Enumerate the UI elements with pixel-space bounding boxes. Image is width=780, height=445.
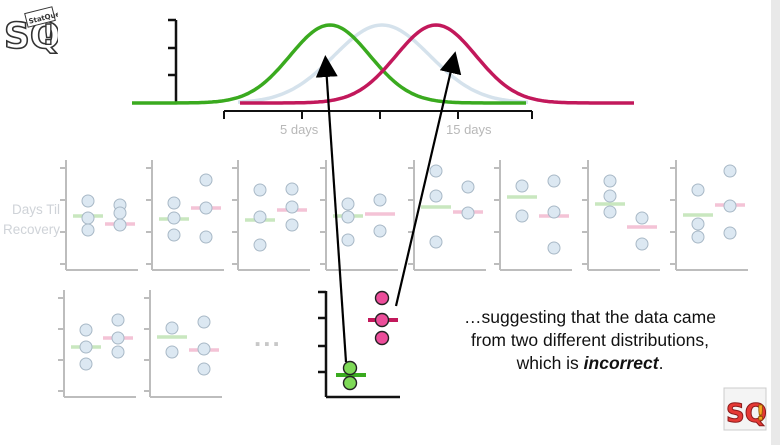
pink-group-point <box>285 182 299 196</box>
y-axis-label-line-2: Recovery <box>2 222 60 237</box>
magenta-point <box>374 330 390 346</box>
caption: …suggesting that the data came from two … <box>420 306 760 375</box>
row2-panel-0 <box>58 290 136 398</box>
pink-group-point <box>547 174 561 188</box>
svg-text:!: ! <box>756 401 765 425</box>
magenta-point <box>374 290 390 306</box>
row1-panel-2 <box>232 160 310 271</box>
pink-group-point <box>723 226 737 240</box>
green-group-point <box>515 209 529 223</box>
green-group-point <box>253 210 267 224</box>
distribution-plot <box>132 18 634 119</box>
green-group-point <box>165 321 179 335</box>
pink-group-point <box>635 211 649 225</box>
pink-group-point <box>373 193 387 207</box>
pink-group-point <box>635 237 649 251</box>
window-edge <box>771 0 780 445</box>
green-group-point <box>603 205 617 219</box>
pink-group-point <box>285 200 299 214</box>
row1-panel-5 <box>494 160 572 271</box>
caption-line-3: which is incorrect. <box>420 352 760 375</box>
ellipsis: ... <box>254 322 282 352</box>
row1-panel-1 <box>146 160 224 271</box>
green-group-point <box>603 189 617 203</box>
row2-panel-1 <box>144 290 222 398</box>
svg-text:SQ: SQ <box>726 399 767 429</box>
green-group-point <box>603 174 617 188</box>
pink-group-point <box>547 241 561 255</box>
row1-panel-7 <box>670 160 748 271</box>
x-tick-label-15-days: 15 days <box>446 122 492 137</box>
caption-line-1: …suggesting that the data came <box>464 307 716 327</box>
green-group-point <box>253 183 267 197</box>
green-group-point <box>79 323 93 337</box>
green-group-point <box>341 197 355 211</box>
pink-group-point <box>373 224 387 238</box>
statquest-logo-top: SQ ! StatQuest <box>2 4 69 62</box>
pink-group-point <box>197 342 211 356</box>
y-axis-label-line-1: Days Til <box>11 202 60 217</box>
green-group-point <box>167 211 181 225</box>
sample-panels <box>58 160 748 398</box>
green-distribution-curve <box>132 23 526 105</box>
arrow-to-green-curve <box>315 55 348 363</box>
row1-panel-0 <box>60 160 138 271</box>
pink-group-point <box>199 201 213 215</box>
green-group-point <box>79 357 93 371</box>
pink-group-point <box>547 205 561 219</box>
green-group-point <box>81 211 95 225</box>
x-tick-label-5-days: 5 days <box>280 122 319 137</box>
caption-emphasis: incorrect <box>583 353 659 373</box>
pink-group-point <box>461 206 475 220</box>
green-group-point <box>429 235 443 249</box>
green-group-point <box>691 230 705 244</box>
pink-group-point <box>111 313 125 327</box>
highlighted-sample <box>318 290 400 399</box>
green-group-point <box>81 194 95 208</box>
pink-group-point <box>111 331 125 345</box>
svg-text:!: ! <box>42 18 55 51</box>
pink-group-point <box>461 180 475 194</box>
green-group-point <box>515 179 529 193</box>
green-group-point <box>167 196 181 210</box>
caption-line-3-pre: which is <box>516 353 584 373</box>
y-axis-label: Days Til Recovery <box>0 200 60 240</box>
green-group-point <box>79 340 93 354</box>
magenta-point <box>374 312 390 328</box>
green-group-point <box>253 238 267 252</box>
green-group-point <box>691 183 705 197</box>
pooled-distribution-curve <box>237 23 529 104</box>
pink-group-point <box>199 173 213 187</box>
arrow-to-magenta-curve <box>394 51 462 307</box>
green-group-point <box>167 228 181 242</box>
caption-line-2: from two different distributions, <box>471 330 709 350</box>
arrows <box>315 51 462 363</box>
green-point <box>342 375 358 391</box>
pink-group-point <box>285 218 299 232</box>
green-group-point <box>429 164 443 178</box>
statquest-logo-bottom: SQ ! <box>722 386 768 432</box>
row1-panel-6 <box>582 160 660 271</box>
pink-group-point <box>723 164 737 178</box>
pink-group-point <box>111 345 125 359</box>
green-group-point <box>429 189 443 203</box>
pink-group-point <box>723 199 737 213</box>
pink-group-point <box>197 362 211 376</box>
row1-panel-4 <box>408 160 486 271</box>
pink-group-point <box>197 315 211 329</box>
pink-group-point <box>113 206 127 220</box>
pink-group-point <box>113 218 127 232</box>
magenta-distribution-curve <box>240 23 634 105</box>
green-group-point <box>165 345 179 359</box>
row1-panel-3 <box>320 160 398 271</box>
green-group-point <box>341 233 355 247</box>
green-group-point <box>341 210 355 224</box>
green-point <box>342 360 358 376</box>
pink-group-point <box>199 230 213 244</box>
green-group-point <box>691 217 705 231</box>
caption-line-3-post: . <box>658 353 664 373</box>
green-group-point <box>81 223 95 237</box>
